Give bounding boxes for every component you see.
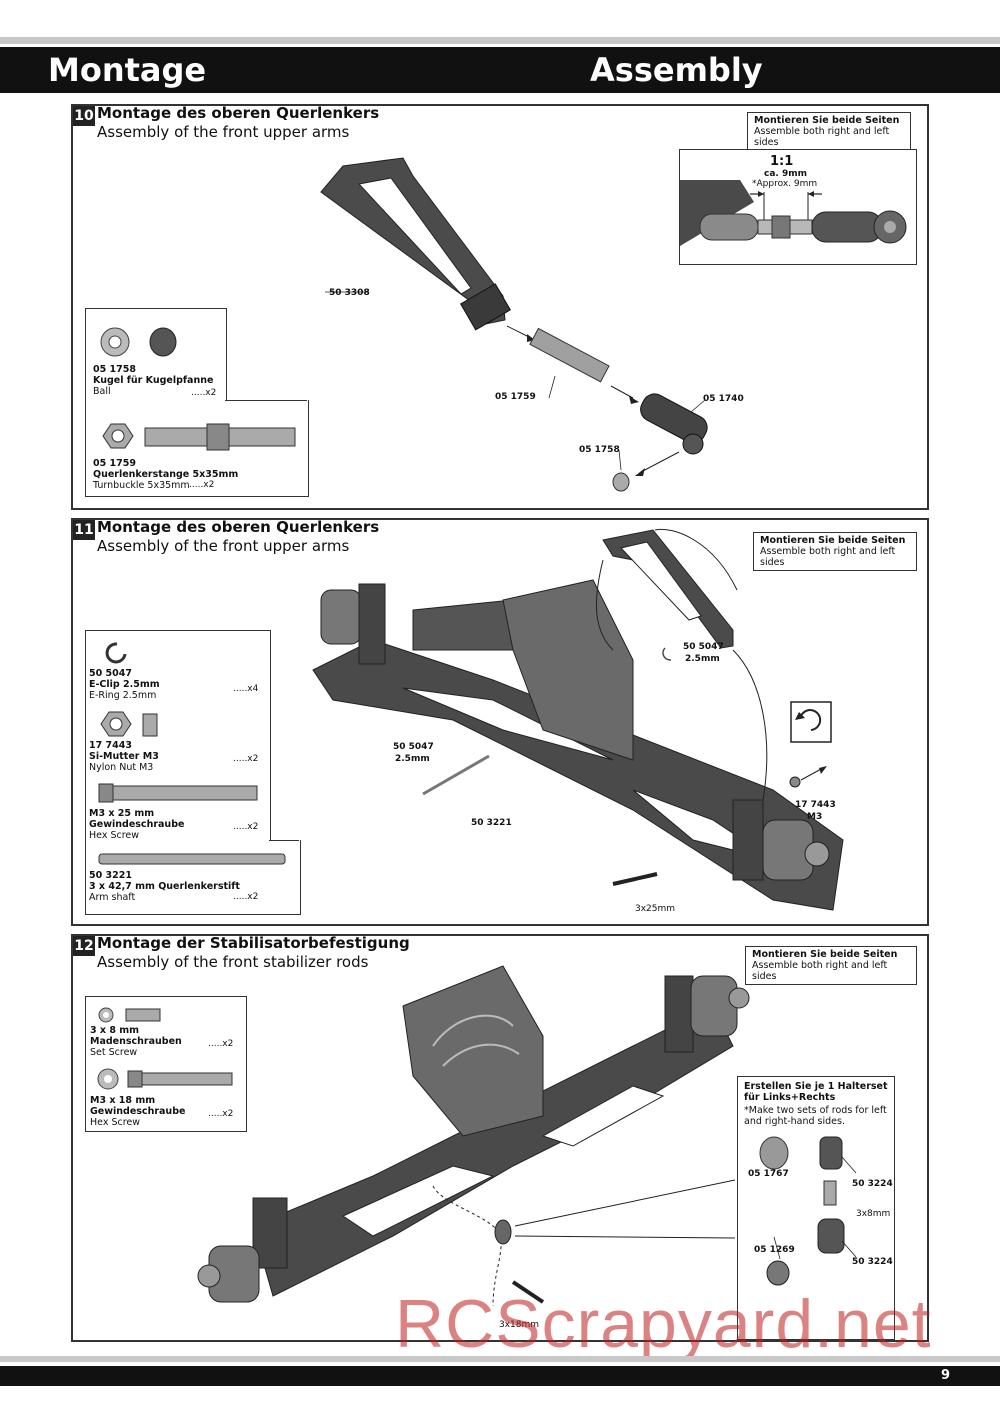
note-both-sides: Montieren Sie beide Seiten Assemble both… [747, 112, 911, 151]
part-qty: .....x2 [208, 1039, 234, 1049]
step-11-panel: 11 Montage des oberen Querlenkers Assemb… [71, 518, 929, 926]
callout-50-3224-a: 50 3224 [852, 1179, 893, 1189]
parts-box-step-edge [225, 400, 307, 401]
callout-17-7443: 17 7443 [795, 800, 836, 810]
top-rule [0, 37, 1000, 44]
parts-icons [98, 642, 286, 865]
rodset-drawing [759, 1136, 857, 1286]
part-qty: .....x2 [189, 480, 215, 490]
note-both-sides: Montieren Sie beide Seiten Assemble both… [753, 532, 917, 571]
step-number: 12 [73, 936, 95, 956]
detail-size-de: ca. 9mm [764, 169, 807, 179]
stabilizer-mount-drawing [197, 965, 750, 1307]
callout-05-1740: 05 1740 [703, 394, 744, 404]
step-title-de: Montage des oberen Querlenkers [97, 518, 380, 536]
step-title-de: Montage des oberen Querlenkers [97, 104, 380, 122]
step-title-en: Assembly of the front upper arms [97, 537, 350, 555]
watermark: RCScrapyard.net [395, 1286, 932, 1362]
upper-arm-exploded-drawing [320, 157, 708, 492]
step-12-panel: 12 Montage der Stabilisatorbefestigung A… [71, 934, 929, 1342]
step-number: 10 [73, 106, 95, 126]
header-title-en: Assembly [590, 51, 763, 89]
rodset-title-de: Erstellen Sie je 1 Halterset für Links+R… [744, 1081, 888, 1103]
turnbuckle-detail-drawing [680, 180, 907, 246]
callout-50-5047-b: 50 5047 [393, 742, 434, 752]
part-qty: .....x4 [233, 684, 259, 694]
rodset-title-en: *Make two sets of rods for left and righ… [744, 1105, 887, 1127]
header-title-de: Montage [48, 51, 207, 89]
footer-rule [0, 1356, 1000, 1362]
parts-box-upper [85, 308, 227, 403]
detail-inset: 1:1 ca. 9mm *Approx. 9mm [679, 149, 917, 265]
callout-50-3224-b: 50 3224 [852, 1257, 893, 1267]
callout-m3: M3 [807, 812, 823, 822]
part-qty: .....x2 [191, 388, 217, 398]
step-number: 11 [73, 520, 95, 540]
parts-icons [97, 1007, 233, 1090]
rodset-inset: Erstellen Sie je 1 Halterset für Links+R… [737, 1076, 895, 1340]
callout-05-1759: 05 1759 [495, 392, 536, 402]
note-both-sides: Montieren Sie beide Seiten Assemble both… [745, 946, 917, 985]
step-10-panel: 10 Montage des oberen Querlenkers Assemb… [71, 104, 929, 510]
callout-3x8mm: 3x8mm [856, 1209, 891, 1219]
part-qty: .....x2 [233, 822, 259, 832]
callout-05-1758: 05 1758 [579, 445, 620, 455]
callout-05-1269: 05 1269 [754, 1245, 795, 1255]
callout-2-5mm-b: 2.5mm [395, 754, 430, 764]
part-qty: .....x2 [233, 892, 259, 902]
parts-box-lower [85, 840, 301, 915]
step-title-en: Assembly of the front upper arms [97, 123, 350, 141]
page-footer: 9 [0, 1366, 1000, 1386]
detail-ratio: 1:1 [770, 154, 794, 169]
detail-size-en: *Approx. 9mm [752, 179, 818, 189]
callout-3x25mm: 3x25mm [635, 904, 676, 914]
callout-50-5047-a: 50 5047 [683, 642, 724, 652]
page-header: Montage Assembly [0, 47, 1000, 93]
callout-3x18mm: 3x18mm [499, 1320, 540, 1330]
part-qty: .....x2 [208, 1109, 234, 1119]
callout-50-3308: 50 3308 [329, 288, 370, 298]
chassis-front-drawing [312, 528, 844, 911]
step-title-en: Assembly of the front stabilizer rods [97, 953, 369, 971]
callout-2-5mm-a: 2.5mm [685, 654, 720, 664]
parts-icons [100, 327, 296, 451]
step-title-de: Montage der Stabilisatorbefestigung [97, 934, 410, 952]
part-qty: .....x2 [233, 754, 259, 764]
callout-05-1767: 05 1767 [748, 1169, 789, 1179]
page-number: 9 [940, 1368, 950, 1383]
callout-50-3221: 50 3221 [471, 818, 512, 828]
parts-box-step-edge [269, 840, 299, 841]
